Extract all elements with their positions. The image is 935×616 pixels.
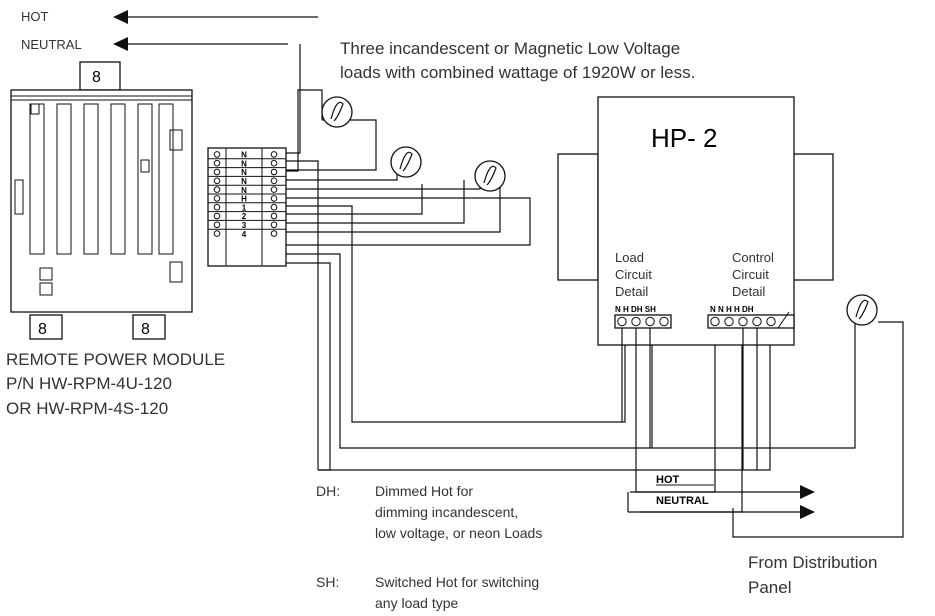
legend-dh-line2: dimming incandescent, [375,504,518,520]
panel-neutral-label: NEUTRAL [656,495,709,507]
rpm-caption-line2: P/N HW-RPM-4U-120 [6,374,172,393]
rpm-caption-line3: OR HW-RPM-4S-120 [6,399,168,418]
hp2-enclosure [557,96,834,346]
control-terminal-labels: N N H H DH [710,305,754,314]
remote-power-module: 8 8 8 [10,61,193,340]
rpm-terminal-label: H [241,195,247,204]
rpm-terminal-label: 1 [242,203,247,212]
load-detail-line2: Circuit [615,267,652,282]
rpm-terminal-label: 3 [242,221,247,230]
hp2-load-terminals [614,314,672,329]
rpm-to-load-wiring [286,44,904,538]
legend-dh-key: DH: [316,483,340,499]
rpm-terminal-label: N [241,168,247,177]
svg-text:8: 8 [141,321,150,338]
rpm-terminal-label: N [241,159,247,168]
legend-dh-line3: low voltage, or neon Loads [375,525,542,541]
rpm-terminal-label: 4 [242,230,247,239]
neutral-supply-label: NEUTRAL [21,37,82,52]
hp2-control-terminals [707,311,795,329]
panel-hot-label: HOT [656,474,680,486]
legend-dh-line1: Dimmed Hot for [375,483,473,499]
legend-sh-key: SH: [316,574,339,590]
loads-note-line1: Three incandescent or Magnetic Low Volta… [340,39,680,58]
load-terminal-labels: N H DH SH [615,305,656,314]
panel-hot-arrow [800,485,815,499]
lamp-load-3 [474,160,506,192]
legend-sh-line2: any load type [375,595,458,611]
panel-neutral-arrow [800,505,815,519]
lamp-load-1 [321,96,353,128]
svg-text:8: 8 [38,321,47,338]
rpm-terminal-label: N [241,186,247,195]
from-distribution-line1: From Distribution [748,553,877,572]
neutral-supply-arrow [113,37,288,51]
rpm-terminal-label: N [241,177,247,186]
svg-text:8: 8 [92,69,101,86]
loads-note-line2: loads with combined wattage of 1920W or … [340,63,695,82]
control-detail-line3: Detail [732,284,765,299]
legend-sh-line1: Switched Hot for switching [375,574,539,590]
load-detail-line1: Load [615,250,644,265]
control-detail-line2: Circuit [732,267,769,282]
rpm-terminal-label: N [241,151,247,160]
lamp-load-4 [846,294,878,326]
hp2-title: HP- 2 [651,123,717,153]
hot-supply-arrow [113,10,318,24]
hot-supply-label: HOT [21,9,49,24]
rpm-terminal-label: 2 [242,212,247,221]
control-detail-line1: Control [732,250,774,265]
load-detail-line3: Detail [615,284,648,299]
from-distribution-line2: Panel [748,578,791,597]
rpm-caption-line1: REMOTE POWER MODULE [6,350,225,369]
lamp-load-2 [390,146,422,178]
